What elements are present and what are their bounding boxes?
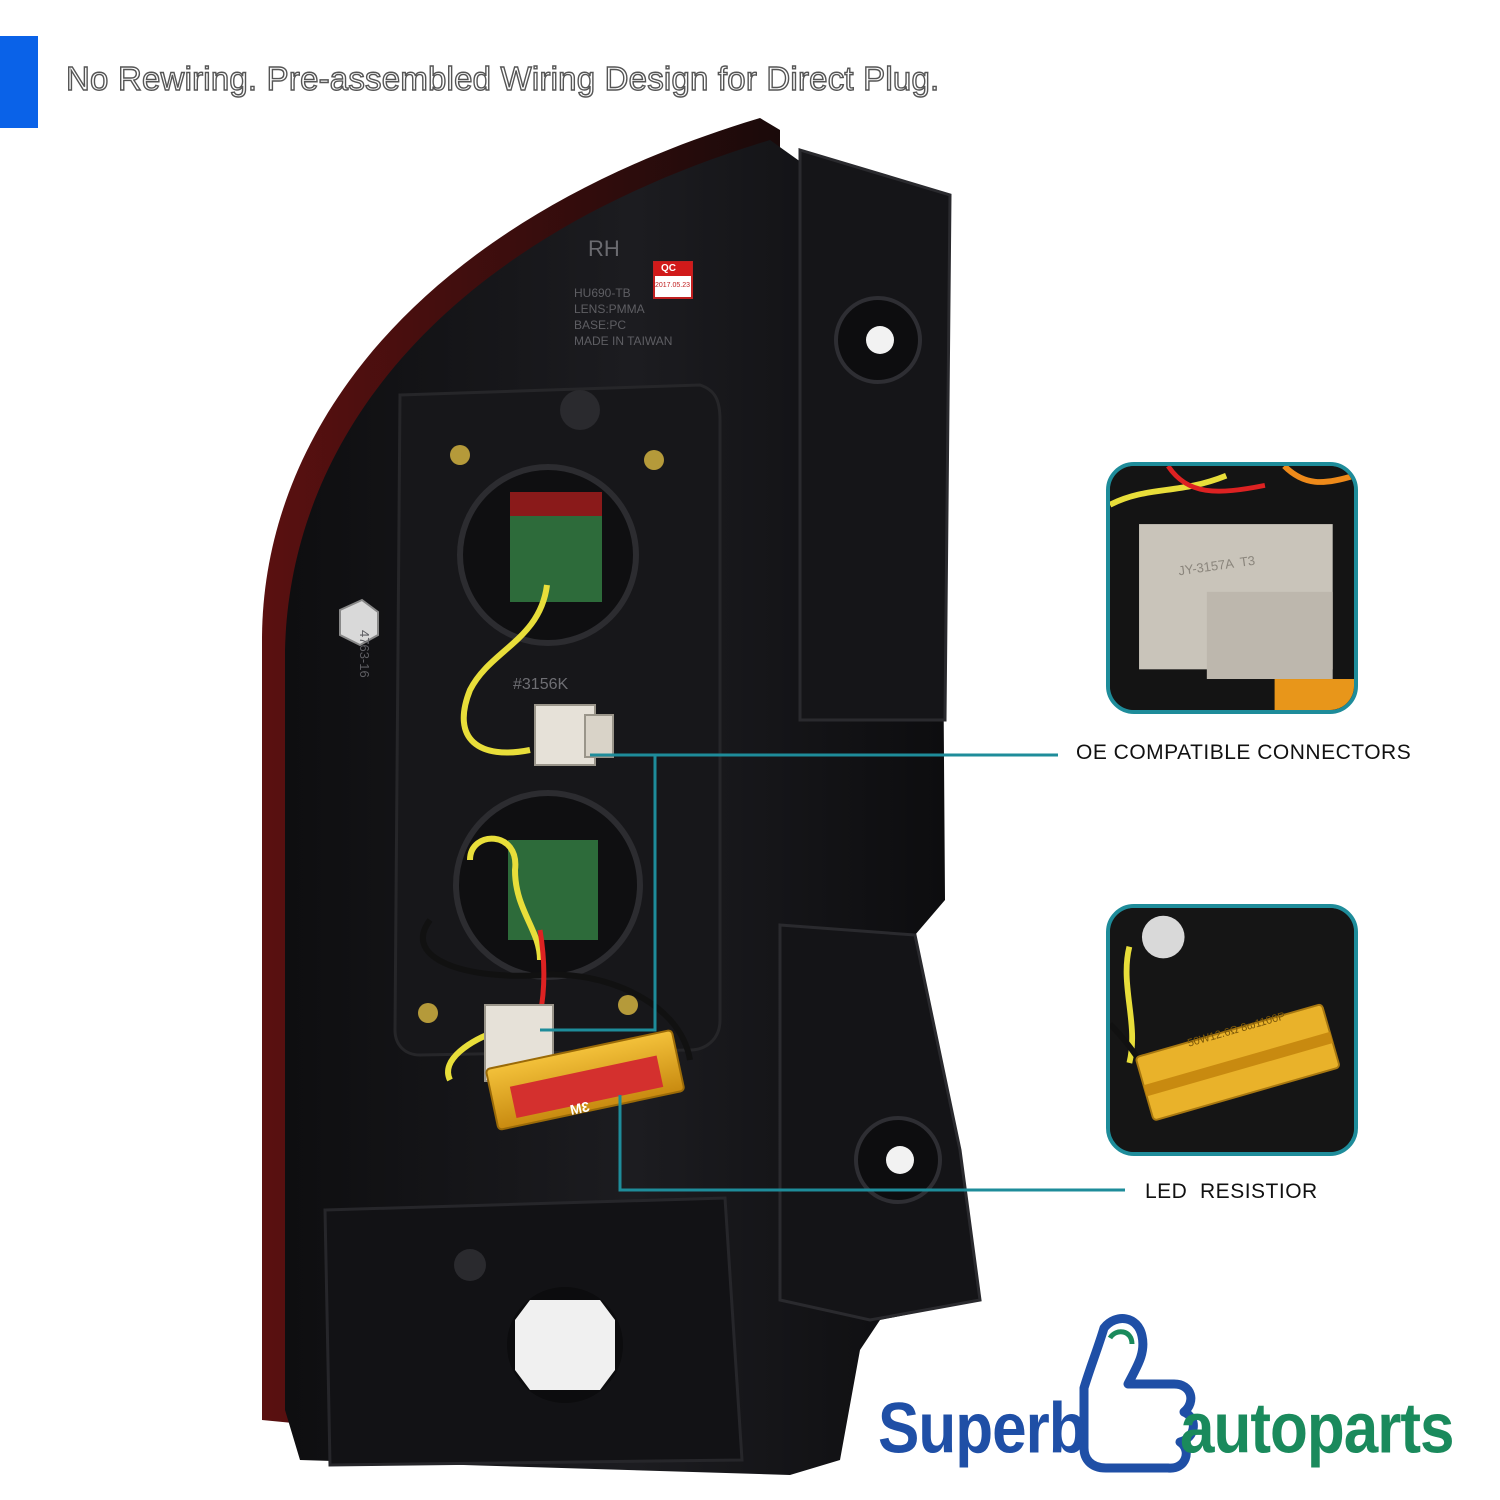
molded-text: HU690-TB LENS:PMMA BASE:PC MADE IN TAIWA… [574,286,673,348]
resistor-leader [618,1095,1125,1192]
side-code: 4763-16 [357,630,372,678]
side-mark: RH [588,236,620,261]
connector-callout-label: OE COMPATIBLE CONNECTORS [1076,741,1412,764]
connector-callout-image: JY-3157A T3 [1106,462,1358,714]
resistor-callout-image: 50W12.6Ω 8ω1100P [1106,904,1358,1156]
brand-word-autoparts: autoparts [1180,1389,1454,1469]
qc-label: QC [661,263,676,274]
thumbs-up-icon [1079,1314,1198,1473]
resistor-callout-label: LED RESISTIOR [1145,1180,1318,1203]
brand-word-superb: Superb [878,1389,1087,1469]
bulb-code: #3156K [513,676,569,693]
qc-date: 2017.05.23 [655,282,691,289]
accent-bar [0,36,38,128]
headline: No Rewiring. Pre-assembled Wiring Design… [65,59,940,97]
